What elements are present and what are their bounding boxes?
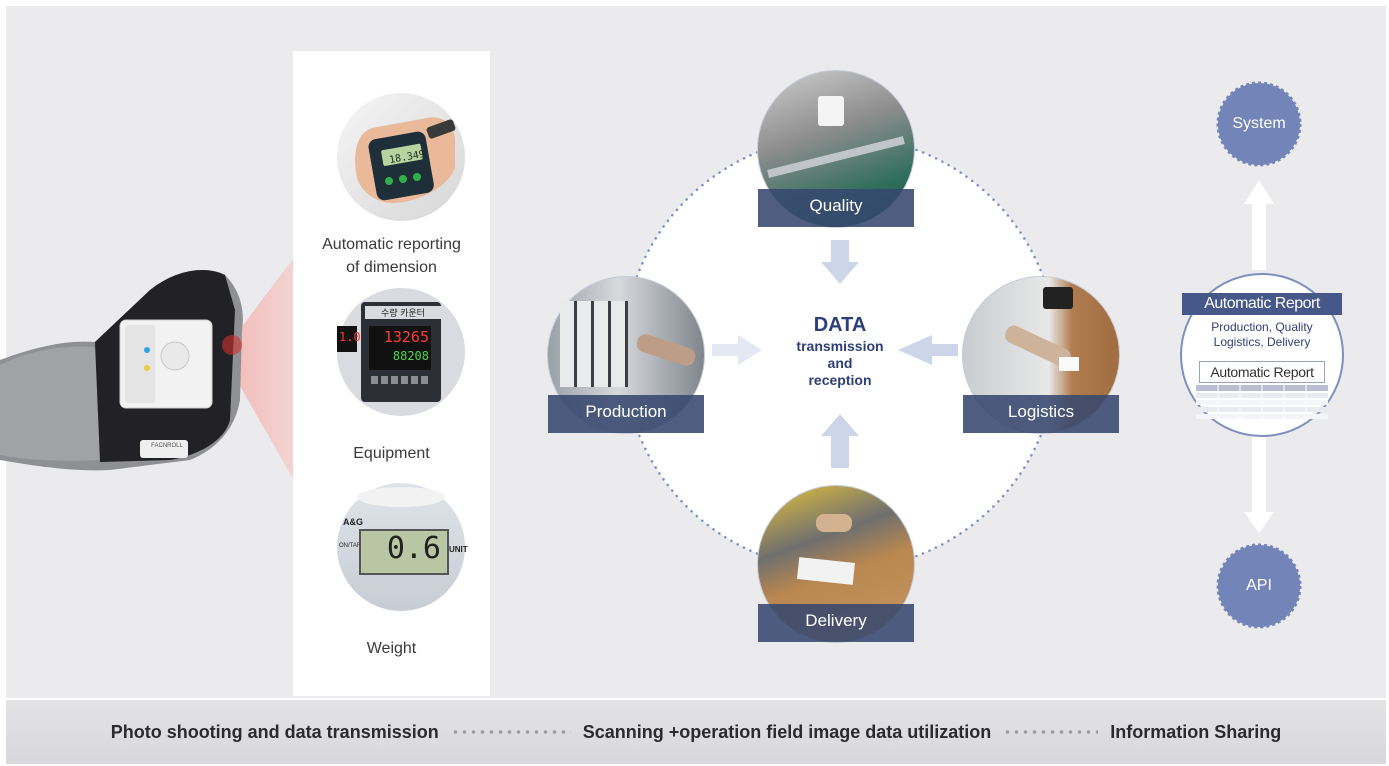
- api-label: API: [1246, 577, 1272, 594]
- sources-panel: 18.349 Automatic reporting of dimension …: [293, 51, 490, 696]
- counter-photo: 수량 카운터 13265 88208 1.0: [337, 288, 465, 416]
- report-box-title: Automatic Report: [1199, 361, 1325, 383]
- hub-production: Production: [547, 276, 705, 434]
- report-subtitle-line1: Production, Quality: [1211, 320, 1313, 334]
- center-line-reception: reception: [808, 372, 872, 388]
- system-node: System: [1215, 80, 1303, 168]
- center-line-and: and: [827, 355, 853, 371]
- source-label-dimension-line2: of dimension: [346, 259, 437, 276]
- source-label-equipment: Equipment: [353, 445, 430, 462]
- automatic-report-node: Automatic Report Production, Quality Log…: [1180, 273, 1344, 437]
- counter-header-text: 수량 카운터: [365, 306, 441, 319]
- center-line-transmission: transmission: [796, 338, 884, 354]
- gear-icon: [1216, 543, 1302, 629]
- hub-delivery: Delivery: [757, 485, 915, 643]
- scale-unit-label: UNIT: [449, 545, 468, 554]
- footer-dots-divider: [450, 730, 571, 734]
- report-title: Automatic Report: [1182, 293, 1342, 315]
- counter-side-display: 1.0: [339, 330, 361, 344]
- counter-display-top: 13265: [383, 328, 429, 346]
- hub-quality: Quality: [757, 70, 915, 228]
- device-brand: FACNROLL: [151, 443, 183, 449]
- process-footer: Photo shooting and data transmission Sca…: [6, 700, 1386, 764]
- micrometer-photo: 18.349: [337, 93, 465, 221]
- hub-quality-label: Quality: [758, 189, 914, 227]
- scale-photo: A&G ON/TARE 0.6 UNIT: [337, 483, 468, 611]
- source-label-weight: Weight: [366, 640, 417, 657]
- hub-delivery-label: Delivery: [758, 604, 914, 642]
- footer-dots-divider: [1003, 730, 1099, 734]
- gear-icon: [1216, 81, 1302, 167]
- report-subtitle-line2: Logistics, Delivery: [1213, 335, 1311, 349]
- scale-tare-label: ON/TARE: [339, 543, 366, 549]
- source-label-dimension: Automatic reporting of dimension: [293, 233, 490, 279]
- hand-scanner-illustration: [0, 270, 243, 471]
- scale-readout: 0.6: [386, 531, 441, 566]
- footer-step-photo: Photo shooting and data transmission: [110, 721, 439, 742]
- api-node: API: [1215, 542, 1303, 630]
- center-title: DATA: [813, 314, 867, 336]
- hub-logistics: Logistics: [962, 276, 1120, 434]
- hub-production-label: Production: [548, 395, 704, 433]
- hub-logistics-label: Logistics: [963, 395, 1119, 433]
- center-data-label: DATA transmission and reception: [760, 312, 920, 389]
- system-label: System: [1232, 115, 1286, 132]
- report-table-thumbnail: [1196, 385, 1328, 419]
- report-subtitle: Production, Quality Logistics, Delivery: [1182, 320, 1342, 350]
- source-label-dimension-line1: Automatic reporting: [322, 236, 461, 253]
- footer-step-scanning: Scanning +operation field image data uti…: [582, 721, 992, 742]
- counter-display-bottom: 88208: [392, 349, 429, 363]
- footer-step-sharing: Information Sharing: [1110, 721, 1282, 742]
- scale-brand: A&G: [343, 517, 363, 527]
